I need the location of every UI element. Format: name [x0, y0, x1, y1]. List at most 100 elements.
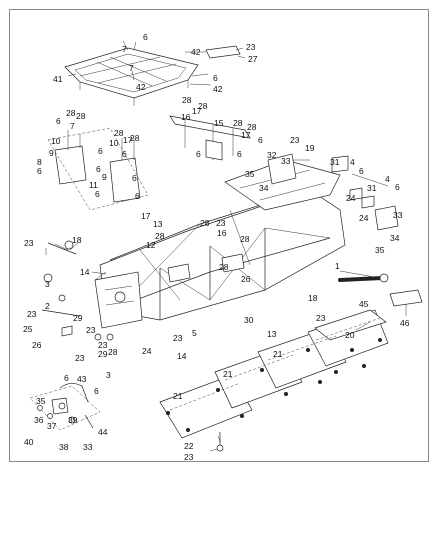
callout-29: 29: [98, 349, 108, 359]
callout-35: 35: [245, 169, 255, 179]
callout-14: 14: [80, 267, 90, 277]
callout-16: 16: [217, 228, 227, 238]
callout-28: 28: [108, 347, 118, 357]
callout-42: 42: [213, 84, 223, 94]
callout-28: 28: [130, 133, 140, 143]
callout-15: 15: [214, 118, 224, 128]
callout-11: 11: [89, 180, 98, 190]
callout-10: 10: [51, 136, 61, 146]
callout-28: 28: [155, 231, 165, 241]
callout-34: 34: [390, 233, 400, 243]
callout-23: 23: [216, 218, 226, 228]
callout-6: 6: [143, 32, 148, 42]
callout-21: 21: [223, 369, 233, 379]
callout-18: 18: [308, 293, 318, 303]
callout-4: 4: [385, 174, 390, 184]
callout-23: 23: [27, 309, 37, 319]
callout-6: 6: [196, 149, 201, 159]
exploded-frame-diagram: 6 7 42 23 27 41 7 6 42 42 28 17 28 16 15…: [23, 32, 423, 462]
callout-31: 31: [367, 183, 377, 193]
callout-13: 13: [153, 219, 163, 229]
cargo-rack: [64, 45, 241, 106]
callout-26: 26: [32, 340, 42, 350]
callout-22: 22: [184, 441, 194, 451]
callout-23: 23: [86, 325, 96, 335]
callout-32: 32: [267, 150, 277, 160]
callout-12: 12: [146, 240, 156, 250]
callout-28: 28: [182, 95, 192, 105]
callout-4: 4: [350, 157, 355, 167]
callout-17: 17: [192, 106, 202, 116]
callout-38: 38: [59, 442, 69, 452]
callout-19: 19: [305, 143, 315, 153]
callout-6: 6: [37, 166, 42, 176]
callout-6: 6: [98, 146, 103, 156]
callout-24: 24: [346, 193, 356, 203]
right-side-hardware: [267, 153, 399, 231]
small-plate: [389, 289, 423, 307]
wrench-tool: [338, 273, 389, 283]
callout-28: 28: [66, 108, 76, 118]
callout-17: 17: [241, 130, 251, 140]
callout-37: 37: [47, 421, 57, 431]
callout-6: 6: [395, 182, 400, 192]
left-small-parts: [41, 240, 114, 341]
callout-35: 35: [36, 396, 46, 406]
callout-31: 31: [330, 157, 340, 167]
callout-42: 42: [191, 47, 201, 57]
callout-labels: 6 7 42 23 27 41 7 6 42 42 28 17 28 16 15…: [23, 32, 410, 462]
callout-21: 21: [273, 349, 283, 359]
callout-27: 27: [248, 54, 258, 64]
callout-28: 28: [247, 122, 257, 132]
callout-6: 6: [359, 166, 364, 176]
callout-28: 28: [200, 218, 210, 228]
callout-28: 28: [233, 118, 243, 128]
callout-33: 33: [281, 156, 291, 166]
callout-6: 6: [213, 73, 218, 83]
callout-20: 20: [345, 330, 355, 340]
callout-6: 6: [94, 386, 99, 396]
callout-21: 21: [173, 391, 183, 401]
callout-28: 28: [198, 101, 208, 111]
callout-33: 33: [393, 210, 403, 220]
rear-bracket-assembly: [29, 383, 101, 431]
callout-3: 3: [106, 370, 111, 380]
callout-24: 24: [142, 346, 152, 356]
left-bracket-assembly: [47, 127, 149, 211]
callout-23: 23: [246, 42, 256, 52]
callout-6: 6: [237, 149, 242, 159]
callout-36: 36: [34, 415, 44, 425]
callout-30: 30: [244, 315, 254, 325]
callout-45: 45: [359, 299, 369, 309]
callout-6: 6: [135, 191, 140, 201]
callout-14: 14: [177, 351, 187, 361]
callout-39: 39: [68, 415, 78, 425]
callout-28: 28: [114, 128, 124, 138]
callout-34: 34: [259, 183, 269, 193]
callout-23: 23: [75, 353, 85, 363]
callout-33: 33: [83, 442, 93, 452]
callout-17: 17: [141, 211, 151, 221]
diagram-frame: 6 7 42 23 27 41 7 6 42 42 28 17 28 16 15…: [9, 9, 429, 462]
callout-8: 8: [37, 157, 42, 167]
callout-23: 23: [290, 135, 300, 145]
callout-6: 6: [258, 135, 263, 145]
callout-6: 6: [95, 189, 100, 199]
callout-40: 40: [24, 437, 34, 447]
cross-rail-bracket: [169, 115, 251, 161]
callout-23: 23: [24, 238, 34, 248]
callout-7: 7: [129, 63, 134, 73]
callout-16: 16: [181, 112, 191, 122]
skid-plates: [159, 309, 389, 452]
callout-46: 46: [400, 318, 410, 328]
callout-10: 10: [109, 138, 119, 148]
main-chassis-frame: [94, 159, 346, 329]
callout-23: 23: [184, 452, 194, 462]
callout-7: 7: [122, 44, 127, 54]
callout-17: 17: [123, 135, 133, 145]
callout-6: 6: [56, 116, 61, 126]
callout-26: 26: [241, 274, 251, 284]
callout-35: 35: [375, 245, 385, 255]
callout-13: 13: [267, 329, 277, 339]
callout-1: 1: [335, 261, 340, 271]
